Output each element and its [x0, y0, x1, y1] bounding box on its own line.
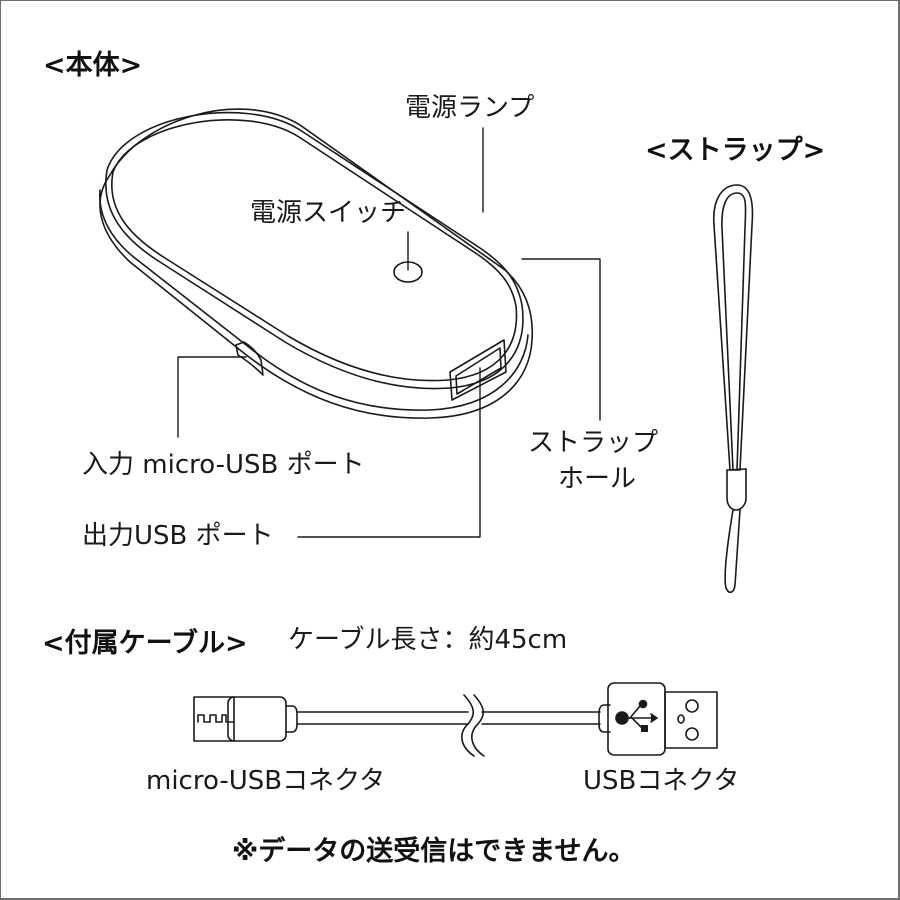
power-lamp-label: 電源ランプ: [405, 93, 535, 123]
micro-usb-strain-relief: [285, 705, 298, 733]
strap-hole-label-line1: ストラップ: [528, 428, 659, 458]
cable-illustration: [193, 682, 718, 757]
power-bank-top-surface: [105, 111, 524, 390]
leader-lines: [177, 127, 601, 538]
output-port-label: 出力USB ポート: [82, 521, 274, 551]
strap-clasp: [726, 468, 747, 511]
power-bank-rim: [111, 119, 518, 382]
usb-trident-icon: [615, 699, 658, 732]
usb-plug-strain-relief: [598, 704, 611, 733]
strap-loop-outer: [712, 184, 754, 471]
power-bank-outer-shell: [99, 108, 534, 419]
strap-illustration: [712, 184, 754, 594]
micro-usb-teeth: [197, 714, 235, 723]
power-bank-illustration: [99, 108, 534, 419]
cable-length-text: ケーブル長さ：約45cm: [288, 625, 568, 655]
power-bank-side-edge: [99, 189, 529, 411]
micro-usb-connector-label: micro-USBコネクタ: [146, 766, 386, 796]
micro-usb-plug-tip: [193, 696, 235, 742]
usb-connector-label: USBコネクタ: [583, 766, 740, 796]
strap-heading: <ストラップ>: [645, 135, 826, 166]
micro-usb-plug-body: [227, 696, 287, 742]
micro-usb-port-icon: [235, 341, 264, 376]
strap-hole-label-line2: ホール: [558, 464, 637, 494]
leader-input-port: [177, 356, 247, 438]
body-heading: <本体>: [43, 50, 143, 81]
usb-output-port-icon: [449, 339, 507, 401]
strap-end-loop: [724, 509, 741, 594]
input-port-label: 入力 micro-USB ポート: [82, 450, 365, 480]
usb-plug-tip: [664, 691, 718, 749]
strap-loop-inner: [721, 192, 747, 471]
leader-strap-hole: [521, 258, 601, 421]
cable-break-mark: [461, 694, 475, 757]
cable-heading: <付属ケーブル>: [42, 628, 248, 659]
leader-output-port: [297, 367, 481, 538]
footer-note: ※データの送受信はできません。: [232, 836, 636, 867]
power-switch-label: 電源スイッチ: [250, 198, 407, 228]
